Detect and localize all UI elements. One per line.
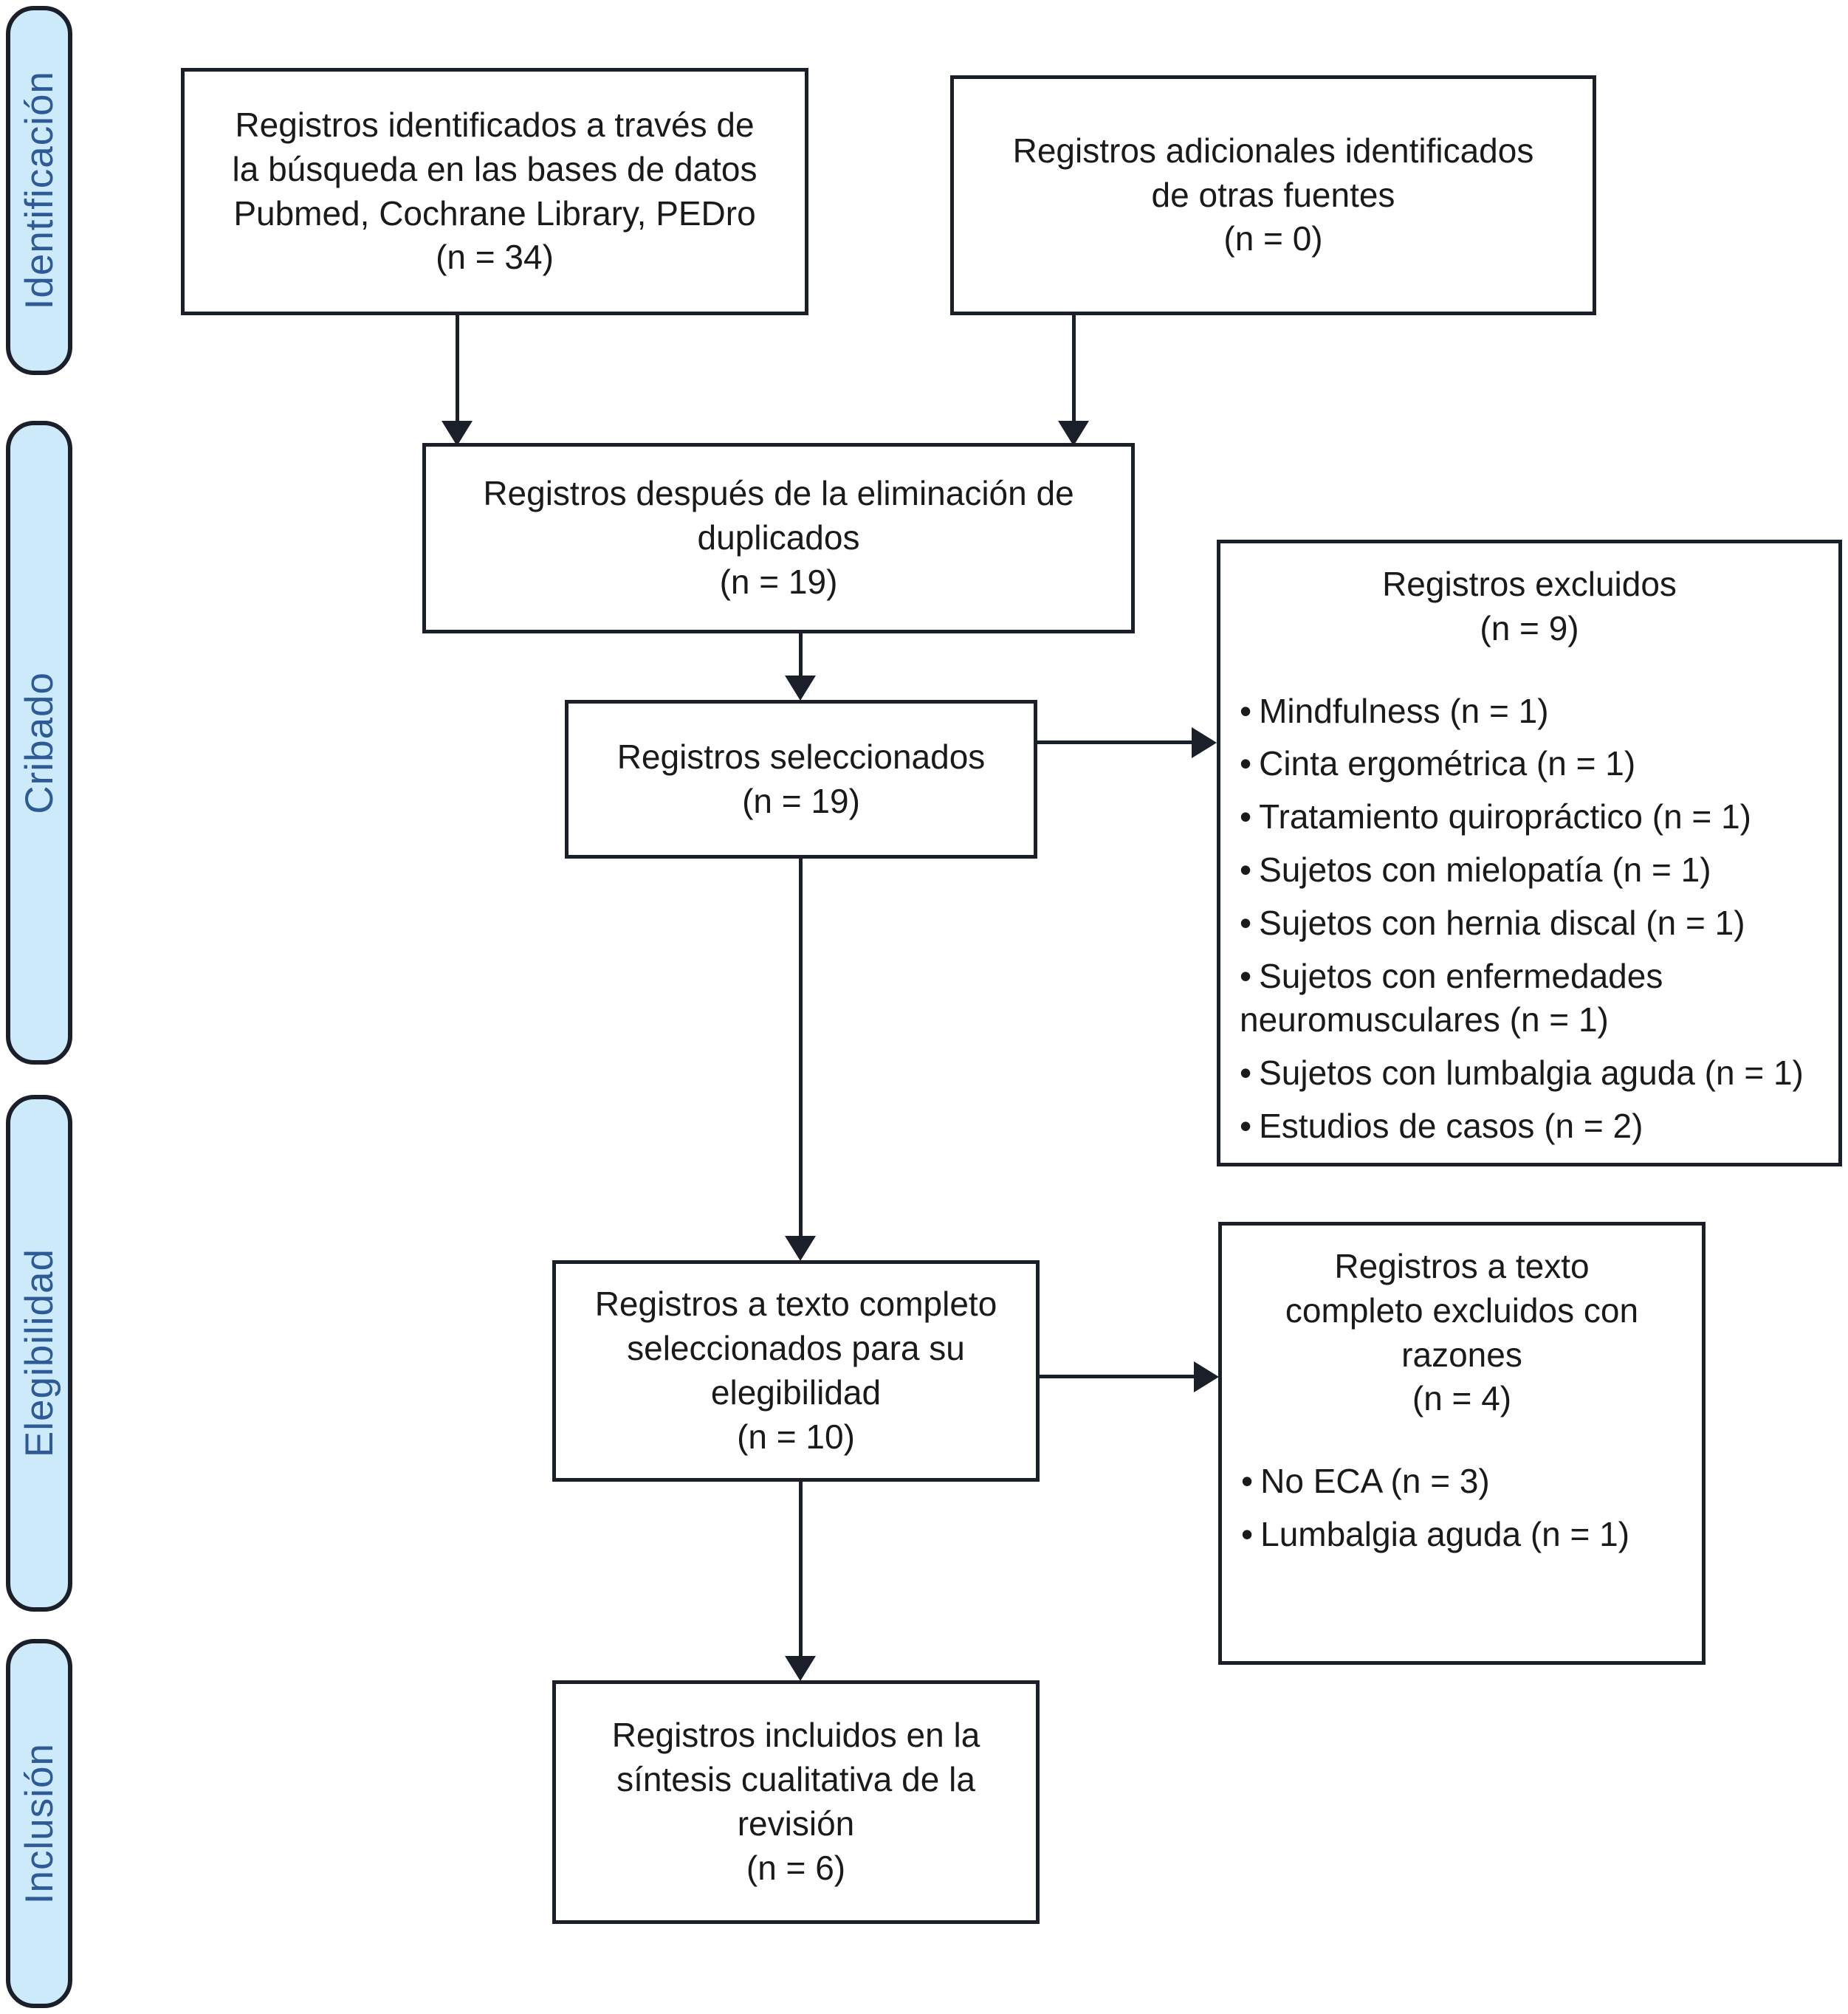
box-count: (n = 4) <box>1412 1379 1512 1418</box>
box-records-excluded: Registros excluidos (n = 9) •Mindfulness… <box>1217 540 1842 1166</box>
list-item: •Estudios de casos (n = 2) <box>1240 1104 1819 1149</box>
bullet-dot-icon: • <box>1240 903 1252 942</box>
stage-pill-elegibilidad: Elegibilidad <box>6 1095 72 1612</box>
list-item: •Sujetos con lumbalgia aguda (n = 1) <box>1240 1051 1819 1096</box>
list-item-label: Estudios de casos (n = 2) <box>1259 1106 1643 1145</box>
box-line: seleccionados para su <box>627 1329 965 1368</box>
box-records-included-synthesis: Registros incluidos en la síntesis cuali… <box>552 1680 1040 1924</box>
box-line: completo excluidos con <box>1285 1290 1639 1330</box>
stage-label-cribado: Cribado <box>17 671 61 814</box>
box-excluded-reason-list: •Mindfulness (n = 1) •Cinta ergométrica … <box>1240 690 1819 1158</box>
box-count: (n = 19) <box>742 781 860 820</box>
box-line: de otras fuentes <box>1151 175 1395 214</box>
connector-fulltext-to-excluded <box>1040 1375 1203 1378</box>
stage-pill-cribado: Cribado <box>6 421 72 1065</box>
box-fulltext-excluded-reasons: Registros a texto completo excluidos con… <box>1218 1222 1706 1665</box>
box-line: revisión <box>737 1804 855 1843</box>
box-line: Registros identificados a través de <box>235 105 755 144</box>
box-line: duplicados <box>697 518 860 557</box>
box-count: (n = 19) <box>719 562 838 601</box>
arrowhead-dedup-to-screened <box>785 676 816 701</box>
stage-pill-inclusion: Inclusión <box>6 1639 72 2008</box>
bullet-dot-icon: • <box>1240 691 1252 730</box>
list-item-label: No ECA (n = 3) <box>1260 1462 1490 1501</box>
box-line: Registros incluidos en la <box>611 1716 980 1755</box>
arrowhead-fulltext-to-included <box>785 1656 816 1681</box>
list-item: •Lumbalgia aguda (n = 1) <box>1241 1513 1683 1557</box>
list-item-label: Sujetos con lumbalgia aguda (n = 1) <box>1259 1054 1804 1093</box>
connector-dedup-to-screened <box>799 633 803 679</box>
box-line: Registros seleccionados <box>616 737 986 776</box>
stage-label-inclusion: Inclusión <box>17 1742 61 1905</box>
list-item: •Sujetos con enfermedades neuromusculare… <box>1240 955 1819 1043</box>
bullet-dot-icon: • <box>1240 797 1252 836</box>
bullet-dot-icon: • <box>1240 956 1252 995</box>
box-line: Registros a texto <box>1334 1247 1590 1285</box>
box-records-screened: Registros seleccionados (n = 19) <box>565 700 1037 859</box>
box-line: Pubmed, Cochrane Library, PEDro <box>233 193 756 233</box>
arrowhead-screened-to-excluded <box>1192 727 1217 758</box>
box-records-identified-databases: Registros identificados a través de la b… <box>181 68 808 315</box>
bullet-dot-icon: • <box>1241 1514 1254 1553</box>
list-item: •Cinta ergométrica (n = 1) <box>1240 742 1819 786</box>
list-item: •Mindfulness (n = 1) <box>1240 690 1819 734</box>
stage-label-identificacion: Identificación <box>17 71 61 310</box>
bullet-dot-icon: • <box>1240 744 1252 783</box>
box-records-other-sources: Registros adicionales identificados de o… <box>950 75 1596 315</box>
list-item-label: Sujetos con hernia discal (n = 1) <box>1259 903 1745 942</box>
arrowhead-db-to-dedup <box>442 421 473 446</box>
box-line: Registros adicionales identificados <box>1012 131 1534 170</box>
box-count: (n = 0) <box>1223 219 1323 258</box>
list-item: •Sujetos con mielopatía (n = 1) <box>1240 848 1819 893</box>
box-fulltext-assessed-eligibility: Registros a texto completo seleccionados… <box>552 1260 1040 1482</box>
list-item: •Tratamiento quiropráctico (n = 1) <box>1240 795 1819 839</box>
connector-fulltext-to-included <box>799 1482 803 1659</box>
box-line: Registros después de la eliminación de <box>483 474 1074 513</box>
connector-screened-to-excluded <box>1037 740 1201 744</box>
box-line: elegibilidad <box>710 1373 882 1412</box>
box-records-after-duplicates: Registros después de la eliminación de d… <box>422 443 1135 633</box>
stage-pill-identificacion: Identificación <box>6 6 72 375</box>
box-excluded-header: Registros excluidos (n = 9) <box>1240 563 1819 651</box>
connector-screened-to-fulltext <box>799 859 803 1240</box>
list-item: •Sujetos con hernia discal (n = 1) <box>1240 901 1819 946</box>
box-count: (n = 9) <box>1480 608 1579 647</box>
box-count: (n = 34) <box>436 238 554 277</box>
arrowhead-screened-to-fulltext <box>785 1236 816 1261</box>
box-fulltext-excluded-reason-list: •No ECA (n = 3) •Lumbalgia aguda (n = 1) <box>1241 1460 1683 1566</box>
bullet-dot-icon: • <box>1241 1462 1254 1501</box>
bullet-dot-icon: • <box>1240 1106 1252 1145</box>
list-item-label: Tratamiento quiropráctico (n = 1) <box>1259 797 1751 836</box>
box-line: Registros a texto completo <box>594 1285 997 1324</box>
box-line: la búsqueda en las bases de datos <box>232 149 758 188</box>
list-item-label: Cinta ergométrica (n = 1) <box>1259 744 1636 783</box>
connector-db-to-dedup <box>456 315 459 424</box>
bullet-dot-icon: • <box>1240 1054 1252 1093</box>
box-line: Registros excluidos <box>1382 565 1677 603</box>
list-item-label: Mindfulness (n = 1) <box>1259 691 1549 730</box>
connector-other-to-dedup <box>1072 315 1076 424</box>
box-count: (n = 6) <box>746 1848 846 1887</box>
box-count: (n = 10) <box>737 1417 855 1456</box>
box-fulltext-excluded-header: Registros a texto completo excluidos con… <box>1241 1245 1683 1421</box>
list-item-label: Sujetos con enfermedades neuromusculares… <box>1240 956 1663 1039</box>
list-item-label: Lumbalgia aguda (n = 1) <box>1260 1514 1630 1553</box>
bullet-dot-icon: • <box>1240 850 1252 889</box>
arrowhead-fulltext-to-excluded <box>1194 1361 1219 1392</box>
box-line: razones <box>1401 1335 1522 1374</box>
stage-label-elegibilidad: Elegibilidad <box>17 1248 61 1458</box>
arrowhead-other-to-dedup <box>1058 421 1089 446</box>
list-item: •No ECA (n = 3) <box>1241 1460 1683 1504</box>
list-item-label: Sujetos con mielopatía (n = 1) <box>1259 850 1711 889</box>
box-line: síntesis cualitativa de la <box>616 1760 975 1799</box>
